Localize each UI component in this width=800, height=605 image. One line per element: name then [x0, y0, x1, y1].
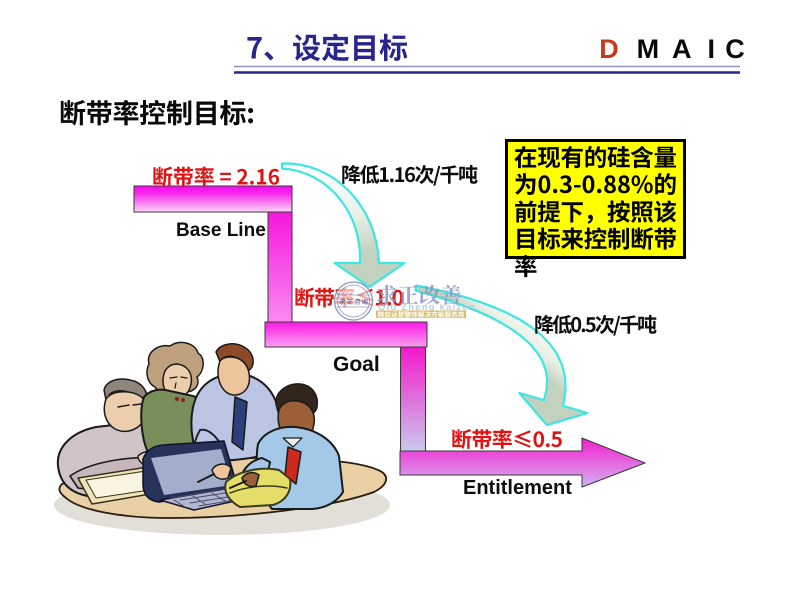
- svg-text:Entitlement: Entitlement: [463, 477, 572, 499]
- svg-text:M: M: [637, 34, 660, 64]
- svg-text:C: C: [725, 34, 745, 64]
- svg-text:D: D: [599, 34, 619, 64]
- svg-text:I: I: [708, 34, 716, 64]
- svg-text:Qiu Zheng kaizen: Qiu Zheng kaizen: [378, 302, 476, 313]
- svg-text:Base Line: Base Line: [176, 220, 266, 241]
- svg-text:Goal: Goal: [333, 353, 380, 376]
- svg-text:A: A: [672, 34, 692, 64]
